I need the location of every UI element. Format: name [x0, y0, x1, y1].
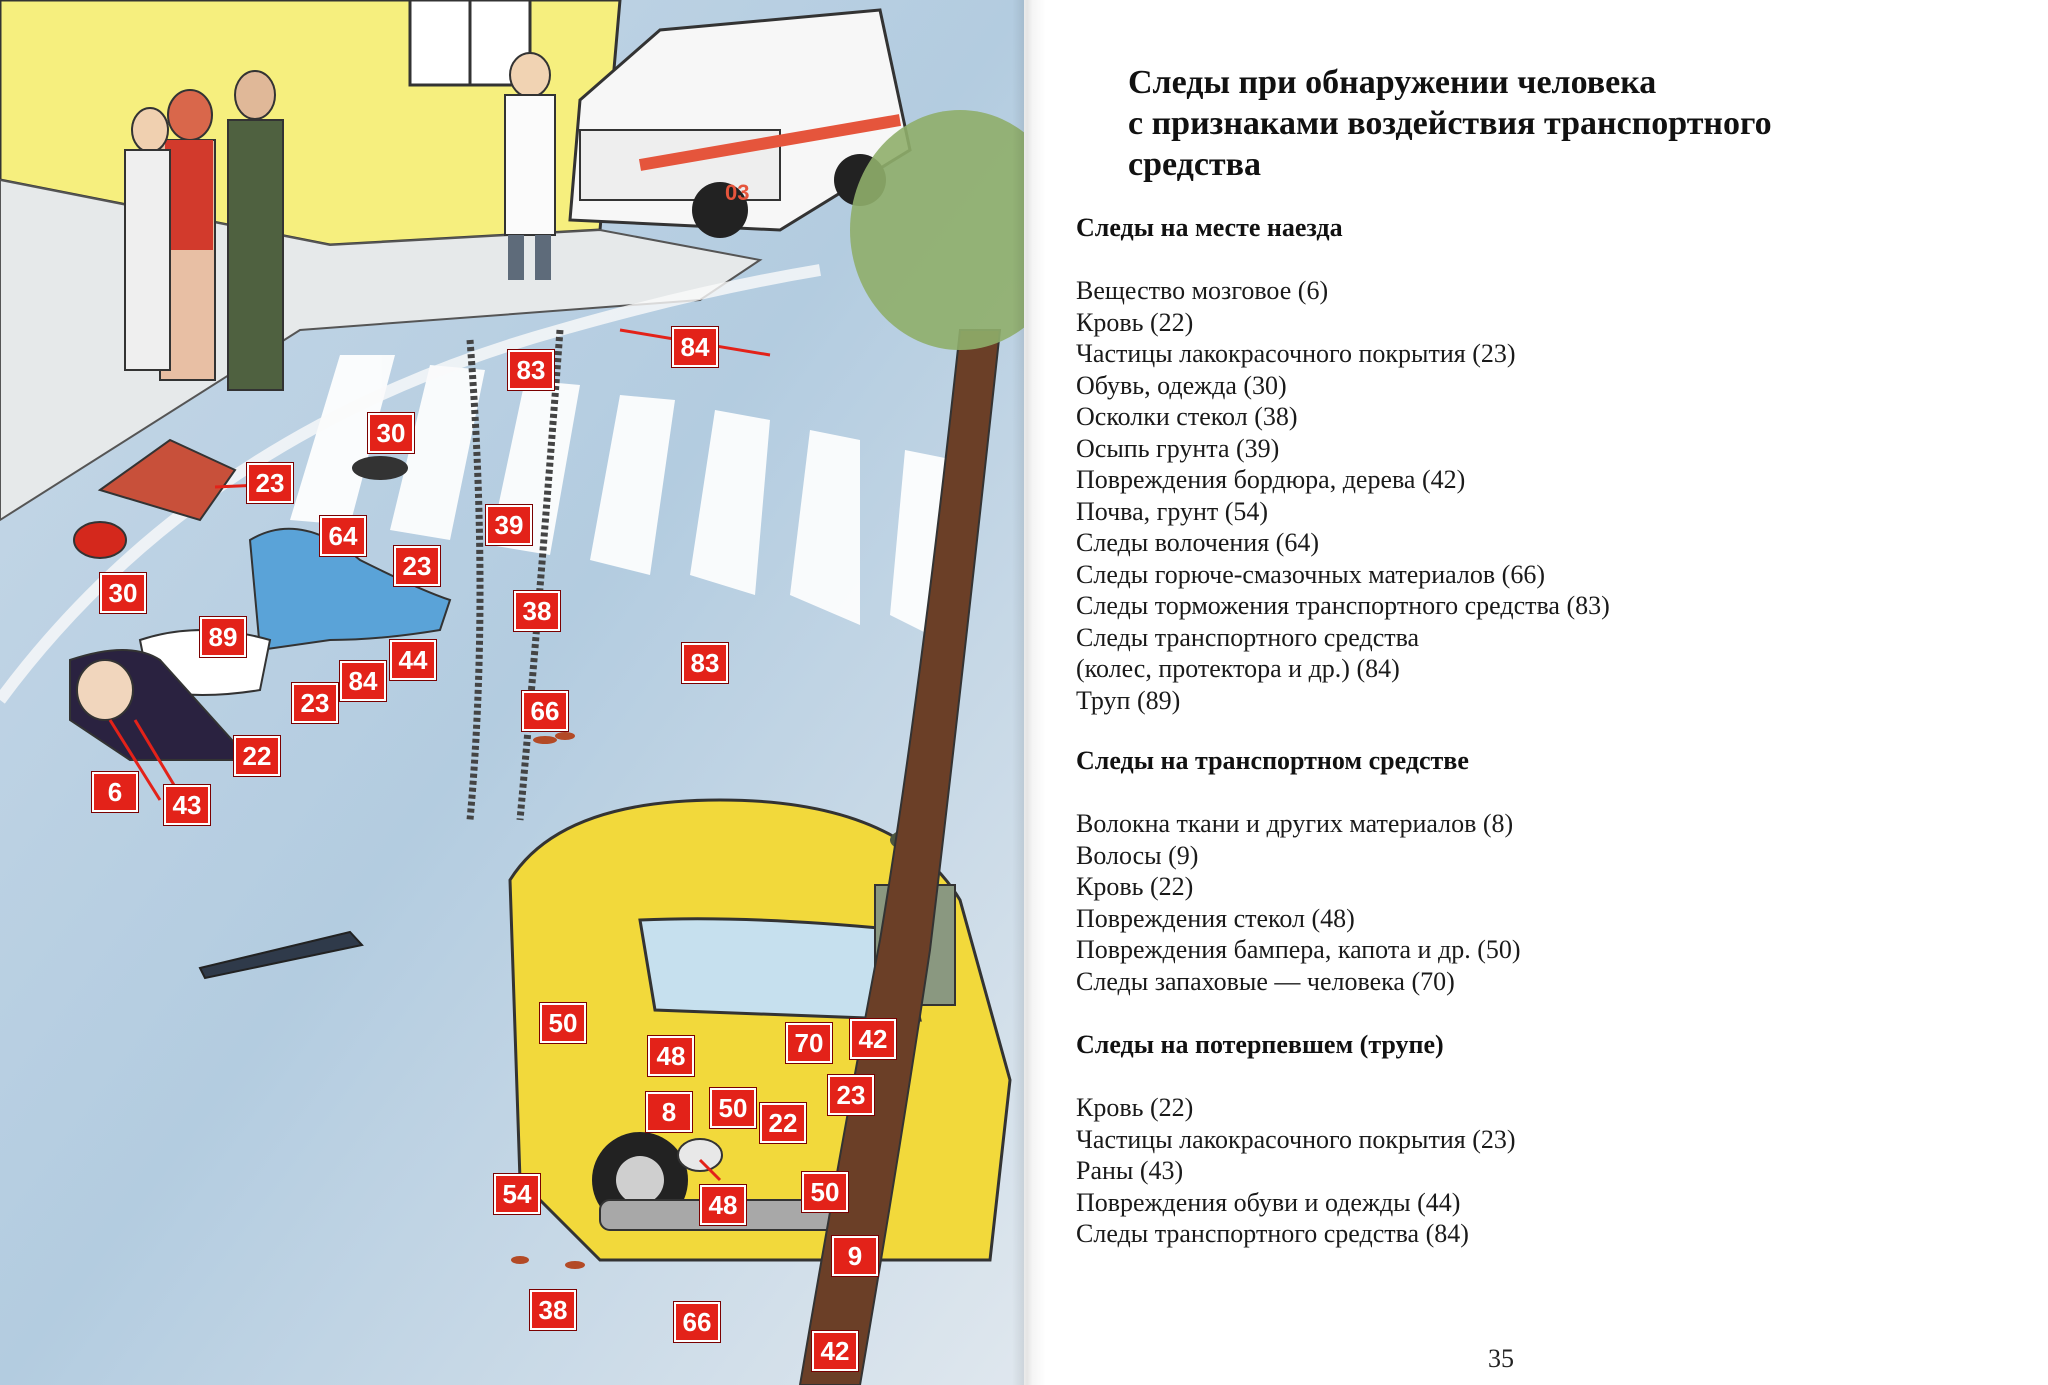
marker-83: 83 [682, 643, 728, 683]
page-number: 35 [1488, 1344, 1514, 1373]
crosswalk [290, 355, 960, 650]
list-item: Следы транспортного средства (84) [1076, 1219, 1469, 1248]
list-item: Почва, грунт (54) [1076, 496, 1269, 526]
marker-84: 84 [340, 661, 386, 701]
marker-89: 89 [200, 617, 246, 657]
marker-48: 48 [648, 1036, 694, 1076]
marker-22: 22 [234, 736, 280, 776]
briefcase [97, 438, 237, 522]
marker-50: 50 [540, 1003, 586, 1043]
list-item: Частицы лакокрасочного покрытия (23) [1076, 339, 1516, 368]
section-heading-vehicle: Следы на транспортном средстве [1076, 746, 1469, 775]
skid-mark-left [466, 339, 484, 821]
list-item: Кровь (22) [1076, 307, 1194, 337]
marker-22: 22 [760, 1103, 806, 1143]
list-item: Следы запаховые — человека (70) [1076, 966, 1455, 996]
hat [73, 521, 127, 559]
list-item: Раны (43) [1076, 1156, 1184, 1185]
marker-50: 50 [710, 1088, 756, 1128]
list-item: Труп (89) [1076, 685, 1181, 715]
marker-42: 42 [850, 1019, 896, 1059]
marker-50: 50 [802, 1172, 848, 1212]
list-item: Волосы (9) [1076, 840, 1199, 870]
fluid-stains [511, 732, 585, 1269]
list-item: Следы транспортного средства [1076, 622, 1420, 652]
marker-30: 30 [368, 413, 414, 453]
list-item: Кровь (22) [1076, 872, 1194, 901]
marker-44: 44 [390, 640, 436, 680]
section-list-vehicle: Волокна ткани и других материалов (8) Во… [1076, 808, 1521, 997]
list-item: Частицы лакокрасочного покрытия (23) [1076, 1124, 1516, 1154]
page-title: Следы при обнаружении человека с признак… [1128, 64, 1772, 183]
marker-84: 84 [672, 327, 718, 367]
list-item: Следы волочения (64) [1076, 528, 1319, 557]
list-item: Следы торможения транспортного средства … [1076, 591, 1610, 620]
list-item: Волокна ткани и других материалов (8) [1076, 809, 1514, 838]
list-item: Осколки стекол (38) [1076, 402, 1298, 431]
marker-23: 23 [292, 683, 338, 723]
marker-38: 38 [514, 591, 560, 631]
tree-foliage [850, 110, 1024, 350]
list-item: Повреждения бампера, капота и др. (50) [1076, 935, 1521, 964]
marker-23: 23 [394, 546, 440, 586]
list-item: Следы горюче-смазочных материалов (66) [1076, 559, 1545, 589]
marker-42: 42 [812, 1331, 858, 1371]
ambulance-number: 03 [725, 180, 749, 205]
skid-mark-right [516, 329, 564, 821]
marker-66: 66 [522, 691, 568, 731]
section-list-scene: Вещество мозговое (6) Кровь (22) Частицы… [1076, 275, 1610, 716]
marker-54: 54 [494, 1174, 540, 1214]
scene-drawing: 03 [0, 0, 1024, 1385]
section-heading-victim: Следы на потерпевшем (трупе) [1076, 1030, 1444, 1059]
shoe [352, 456, 408, 480]
list-item: Повреждения обуви и одежды (44) [1076, 1187, 1461, 1217]
marker-6: 6 [92, 772, 138, 812]
marker-66: 66 [674, 1302, 720, 1342]
marker-9: 9 [832, 1236, 878, 1276]
marker-30: 30 [100, 573, 146, 613]
list-item: Вещество мозговое (6) [1076, 276, 1329, 305]
ambulance: 03 [568, 8, 912, 238]
marker-70: 70 [786, 1023, 832, 1063]
section-heading-scene: Следы на месте наезда [1076, 213, 1343, 242]
marker-38: 38 [530, 1290, 576, 1330]
list-item: Повреждения стекол (48) [1076, 903, 1355, 933]
list-item: Повреждения бордюра, дерева (42) [1076, 465, 1466, 494]
book-gutter [1012, 0, 1046, 1385]
marker-23: 23 [828, 1075, 874, 1115]
marker-8: 8 [646, 1092, 692, 1132]
list-item: Обувь, одежда (30) [1076, 370, 1287, 400]
section-list-victim: Кровь (22) Частицы лакокрасочного покрыт… [1076, 1092, 1516, 1250]
list-item: (колес, протектора и др.) (84) [1076, 654, 1400, 683]
medic-figure [504, 52, 556, 280]
marker-48: 48 [700, 1185, 746, 1225]
bystanders [124, 70, 284, 391]
marker-83: 83 [508, 350, 554, 390]
accident-scene-illustration: 03 [0, 0, 1024, 1385]
umbrella [198, 930, 364, 980]
marker-39: 39 [486, 505, 532, 545]
text-page: Следы при обнаружении человека с признак… [1024, 0, 2048, 1385]
list-item: Осыпь грунта (39) [1076, 433, 1280, 463]
list-item: Кровь (22) [1076, 1093, 1194, 1122]
marker-43: 43 [164, 785, 210, 825]
marker-64: 64 [320, 516, 366, 556]
marker-23: 23 [247, 463, 293, 503]
